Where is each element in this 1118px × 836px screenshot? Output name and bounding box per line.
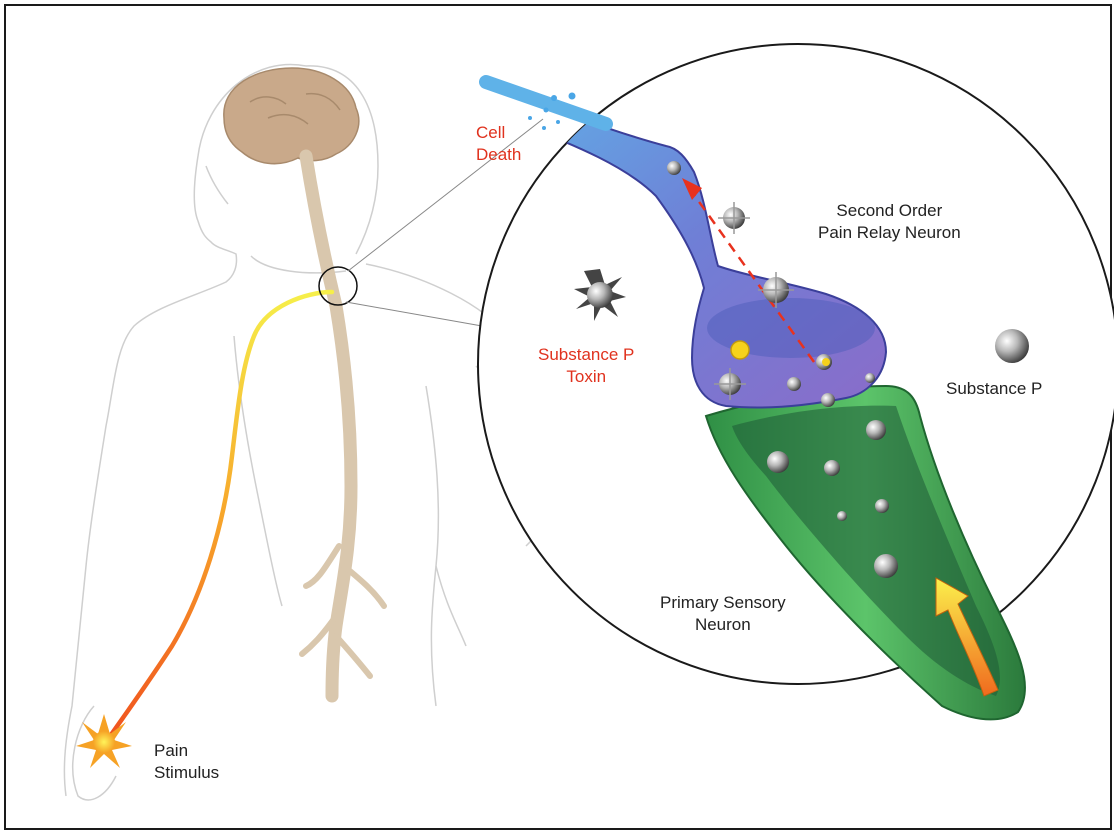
pain-pathway-illustration: [6, 6, 1114, 832]
yellow-receptor: [731, 341, 749, 359]
substance-p-icon: [995, 329, 1029, 363]
arm-nerve-pathway: [106, 292, 332, 742]
pain-stimulus-burst: [76, 714, 132, 768]
spinal-cord: [306, 156, 351, 696]
substance-p-label: Substance P: [946, 378, 1042, 400]
